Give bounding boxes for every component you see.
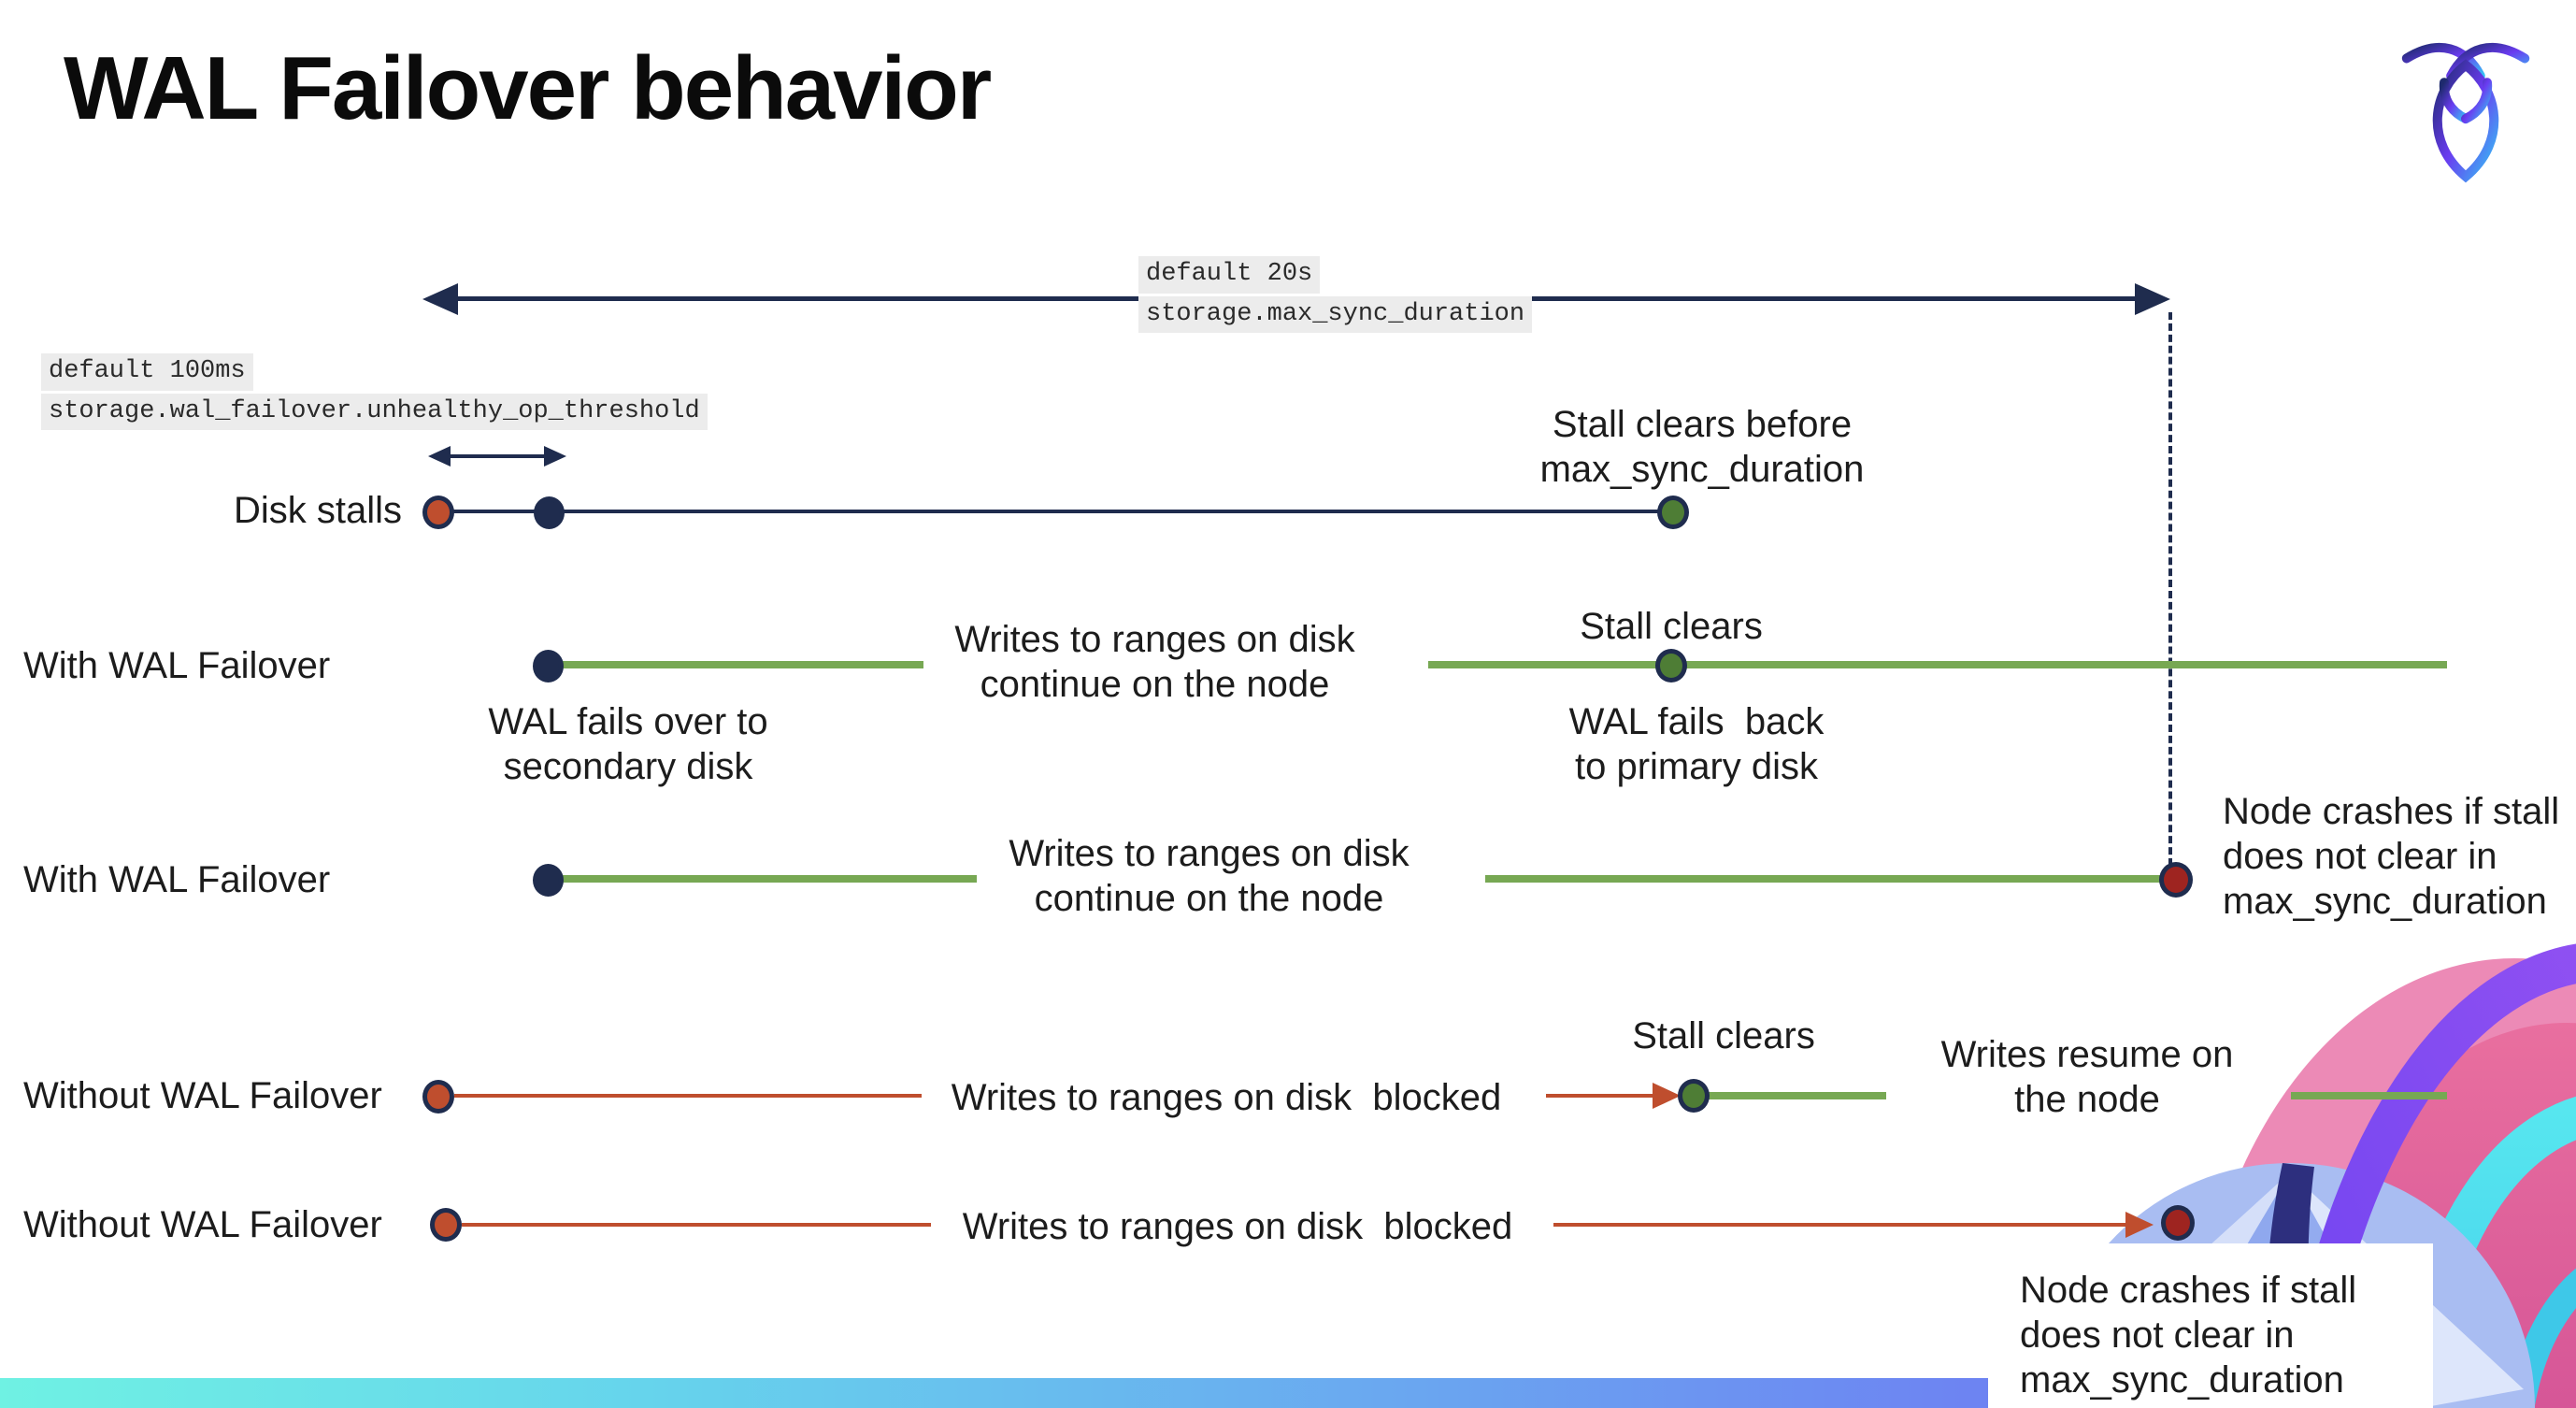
failover-dot-row2 <box>533 650 564 682</box>
green-timeline-row2-b <box>1428 661 2447 668</box>
node-crash-dot-row3 <box>2159 862 2193 898</box>
threshold-dot <box>534 496 565 529</box>
row-label-with-wal-failover-2: With WAL Failover <box>23 859 331 900</box>
node-crash-dot-row5 <box>2161 1205 2195 1241</box>
stall-clear-dot-row4 <box>1678 1079 1710 1113</box>
stall-start-dot-row5 <box>430 1208 462 1242</box>
writes-resume-note: Writes resume on the node <box>1940 1034 2234 1120</box>
row-label-disk-stalls: Disk stalls <box>233 490 402 531</box>
max-sync-default-tag: default 20s <box>1138 256 1321 294</box>
writes-blocked-note-2: Writes to ranges on disk blocked <box>962 1206 1513 1247</box>
red-arrowhead-row4-icon <box>1653 1083 1681 1109</box>
row-label-without-wal-failover-1: Without WAL Failover <box>23 1075 382 1116</box>
stall-clear-dot-row2 <box>1655 649 1687 682</box>
green-timeline-row4-b <box>2291 1092 2447 1099</box>
max-sync-duration-label: default 20s storage.max_sync_duration <box>1138 256 1533 336</box>
green-timeline-row3-b <box>1485 875 2165 883</box>
red-arrowhead-row5-icon <box>2125 1212 2154 1238</box>
wal-fails-over-note: WAL fails over to secondary disk <box>488 701 768 787</box>
green-timeline-row4-a <box>1709 1092 1886 1099</box>
red-timeline-row5-a <box>462 1223 931 1227</box>
failover-dot-row3 <box>533 864 564 897</box>
max-sync-deadline-dashed-line <box>2168 312 2172 866</box>
page-title: WAL Failover behavior <box>64 38 992 138</box>
stall-clears-note-1: Stall clears <box>1580 606 1763 647</box>
node-crashes-note-1: Node crashes if stall does not clear in … <box>2223 791 2560 922</box>
green-timeline-row3-a <box>561 875 977 883</box>
stall-clears-note-2: Stall clears <box>1632 1015 1815 1056</box>
stall-clears-before-note: Stall clears before max_sync_duration <box>1539 404 1865 490</box>
row-label-without-wal-failover-2: Without WAL Failover <box>23 1204 382 1245</box>
arrow-left-icon <box>422 283 458 315</box>
writes-blocked-note-1: Writes to ranges on disk blocked <box>951 1077 1502 1118</box>
node-crashes-callout-box: Node crashes if stall does not clear in … <box>1988 1243 2433 1408</box>
red-timeline-row4-b <box>1546 1094 1656 1098</box>
node-crashes-note-2: Node crashes if stall does not clear in … <box>2020 1270 2357 1401</box>
stall-start-dot-row4 <box>422 1080 454 1113</box>
writes-continue-note-2: Writes to ranges on disk continue on the… <box>1009 833 1410 919</box>
cockroachdb-logo-icon <box>2401 42 2530 183</box>
threshold-arrow-line <box>441 454 553 458</box>
green-timeline-row2-a <box>561 661 923 668</box>
row-label-with-wal-failover-1: With WAL Failover <box>23 645 331 686</box>
disk-stall-timeline <box>438 510 1673 513</box>
unhealthy-op-threshold-label: default 100ms storage.wal_failover.unhea… <box>41 353 708 433</box>
stall-clear-dot-row1 <box>1657 496 1689 529</box>
threshold-arrow-left-icon <box>428 446 451 467</box>
threshold-arrow-right-icon <box>544 446 566 467</box>
red-timeline-row4-a <box>454 1094 922 1098</box>
writes-continue-note-1: Writes to ranges on disk continue on the… <box>954 619 1355 705</box>
max-sync-setting-tag: storage.max_sync_duration <box>1138 295 1533 334</box>
unhealthy-op-setting-tag: storage.wal_failover.unhealthy_op_thresh… <box>41 393 708 431</box>
stall-start-dot <box>422 496 454 529</box>
unhealthy-op-default-tag: default 100ms <box>41 353 253 391</box>
red-timeline-row5-b <box>1553 1223 2129 1227</box>
arrow-right-icon <box>2135 283 2170 315</box>
wal-fails-back-note: WAL fails back to primary disk <box>1568 701 1825 787</box>
